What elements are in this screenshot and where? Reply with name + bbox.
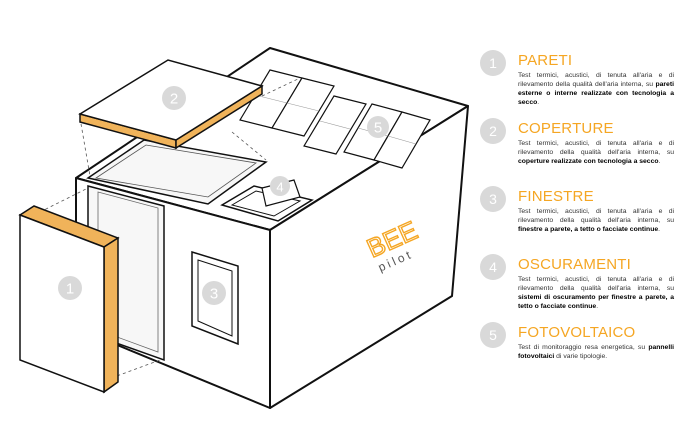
- marker-1: 1: [58, 276, 82, 300]
- legend-description: Test termici, acustici, di tenuta all'ar…: [518, 276, 674, 310]
- test-cell-illustration: BEE pilot 1 2 3 4 5: [18, 47, 469, 409]
- number-badge: 3: [480, 186, 506, 212]
- marker-2: 2: [162, 86, 186, 110]
- legend-title: OSCURAMENTI: [518, 256, 632, 273]
- number-badge: 2: [480, 118, 506, 144]
- marker-5: 5: [367, 116, 389, 138]
- legend: 1 PARETI Test termici, acustici, di tenu…: [480, 46, 676, 386]
- svg-text:1: 1: [66, 281, 74, 298]
- legend-description: Test termici, acustici, di tenuta all'ar…: [518, 72, 674, 106]
- number-badge: 1: [480, 50, 506, 76]
- number-badge: 5: [480, 322, 506, 348]
- marker-3: 3: [202, 281, 226, 305]
- legend-item-oscuramenti: 4 OSCURAMENTI Test termici, acustici, di…: [480, 250, 676, 318]
- legend-item-fotovoltaico: 5 FOTOVOLTAICO Test di monitoraggio resa…: [480, 318, 676, 386]
- legend-title: COPERTURE: [518, 120, 614, 137]
- svg-text:4: 4: [276, 180, 283, 195]
- legend-item-finestre: 3 FINESTRE Test termici, acustici, di te…: [480, 182, 676, 250]
- number-badge: 4: [480, 254, 506, 280]
- roof-opening: [86, 139, 268, 205]
- svg-text:2: 2: [170, 91, 178, 108]
- legend-item-coperture: 2 COPERTURE Test termici, acustici, di t…: [480, 114, 676, 182]
- wall-panel: [19, 213, 105, 394]
- svg-text:5: 5: [374, 120, 382, 137]
- svg-text:3: 3: [210, 286, 218, 303]
- legend-title: PARETI: [518, 52, 573, 69]
- legend-description: Test termici, acustici, di tenuta all'ar…: [518, 140, 674, 165]
- legend-description: Test di monitoraggio resa energetica, su…: [518, 344, 674, 360]
- legend-title: FINESTRE: [518, 188, 594, 205]
- legend-item-pareti: 1 PARETI Test termici, acustici, di tenu…: [480, 46, 676, 114]
- legend-title: FOTOVOLTAICO: [518, 324, 636, 341]
- marker-4: 4: [270, 176, 290, 196]
- legend-description: Test termici, acustici, di tenuta all'ar…: [518, 208, 674, 233]
